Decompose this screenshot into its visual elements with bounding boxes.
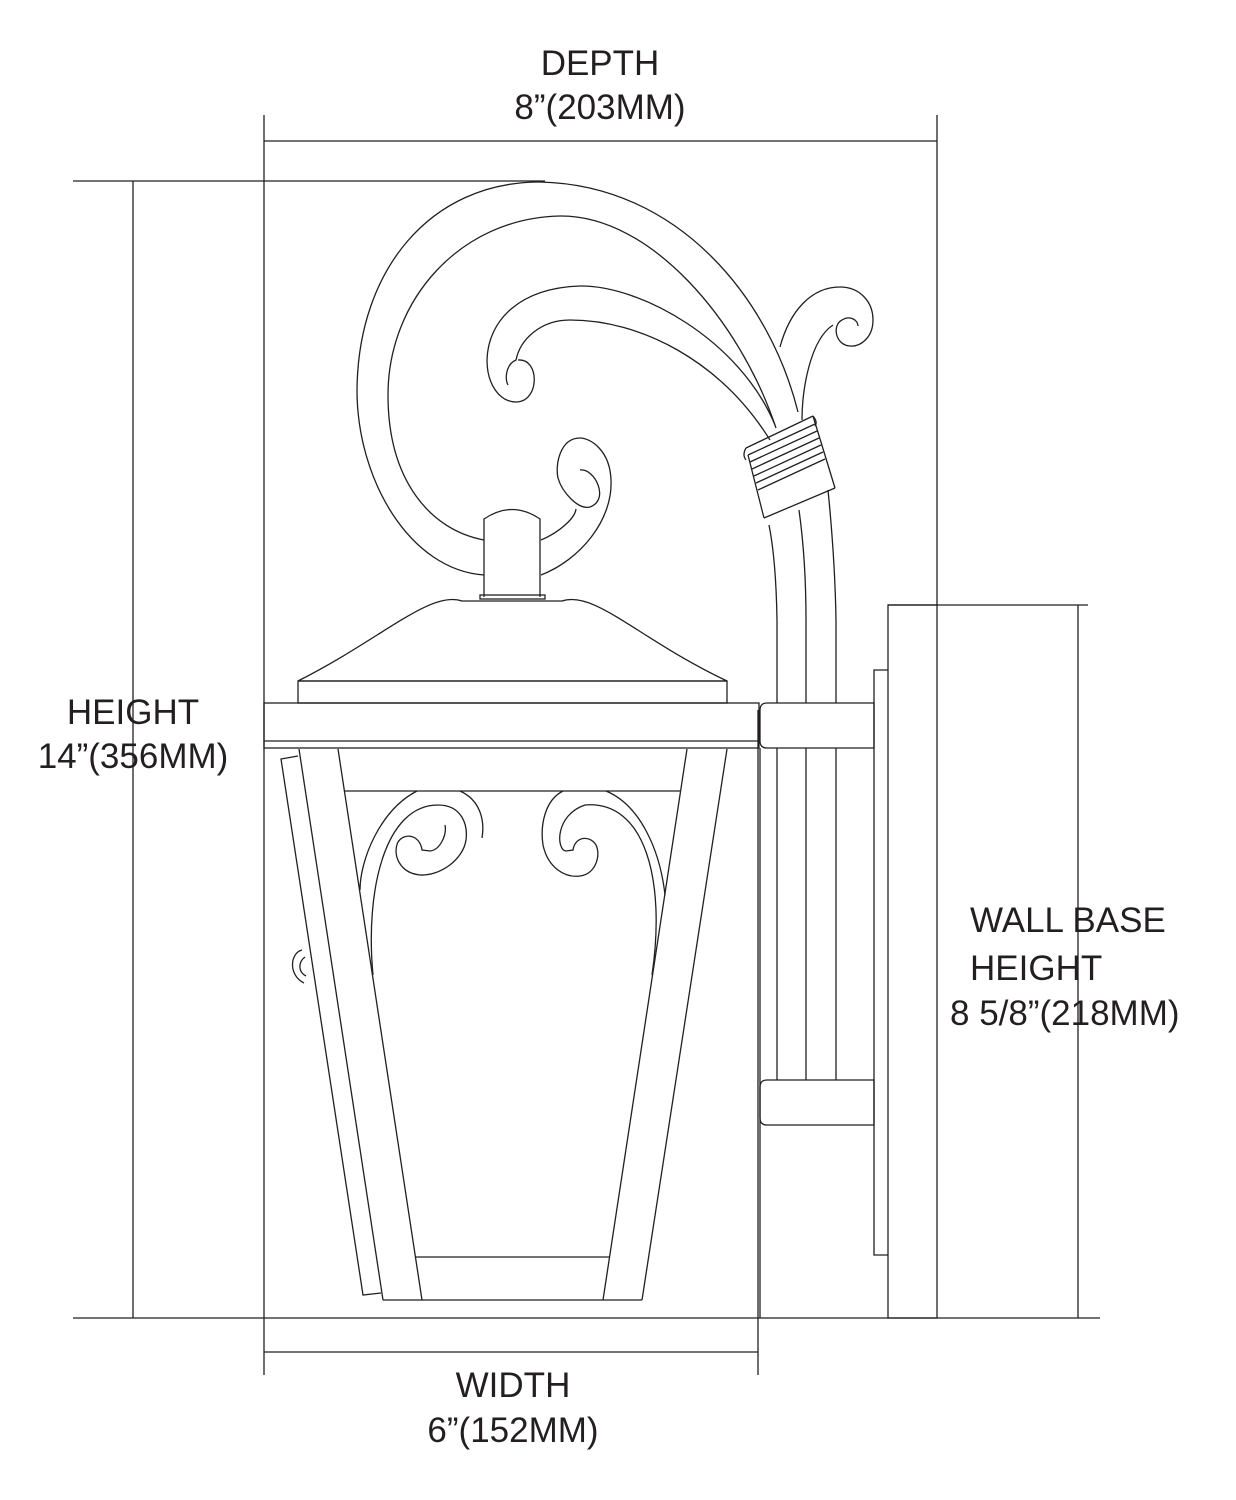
lantern-body (280, 748, 728, 1301)
width-label: WIDTH (455, 1366, 571, 1405)
wall-base-label-line2: HEIGHT (970, 949, 1103, 988)
height-label: HEIGHT (66, 693, 200, 732)
wall-base-value: 8 5/8”(218MM) (950, 994, 1180, 1033)
roof-cap (297, 598, 728, 704)
wrap-coil (743, 415, 836, 519)
finial (479, 508, 546, 600)
dimension-lines (73, 115, 1100, 1375)
width-value: 6”(152MM) (427, 1411, 599, 1450)
wall-plate (873, 604, 938, 1319)
arm (356, 181, 875, 1318)
lantern-top-band (263, 702, 760, 749)
depth-label: DEPTH (540, 44, 660, 83)
depth-value: 8”(203MM) (514, 88, 686, 127)
height-value: 14”(356MM) (37, 737, 229, 776)
wall-base-label-line1: WALL BASE (970, 901, 1166, 940)
